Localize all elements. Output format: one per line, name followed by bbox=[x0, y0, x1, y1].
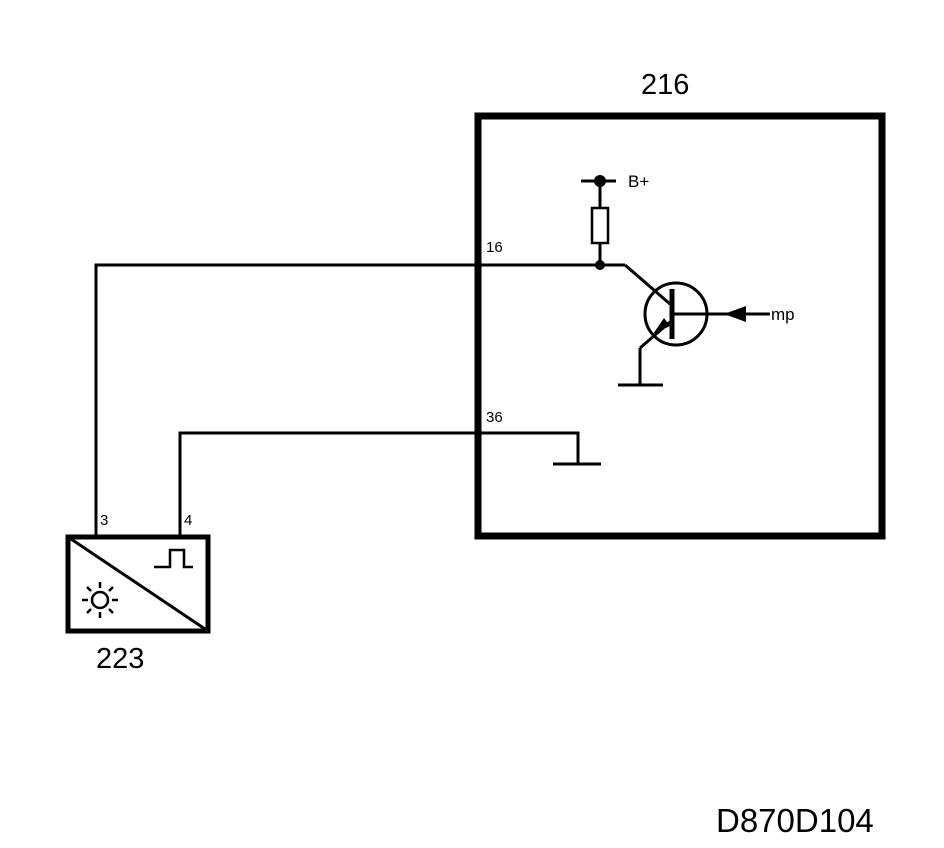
supply-node bbox=[581, 175, 616, 208]
pin-36-label: 36 bbox=[486, 409, 503, 426]
wire-pin3-to-pin16 bbox=[94, 263, 600, 535]
pin-16-label: 16 bbox=[486, 239, 503, 256]
resistor-icon bbox=[590, 206, 610, 245]
document-code: D870D104 bbox=[716, 802, 874, 839]
npn-transistor-icon bbox=[600, 263, 770, 387]
sensor-pin-3-label: 3 bbox=[100, 512, 108, 529]
signal-label: mp bbox=[771, 305, 795, 324]
sensor-223-label: 223 bbox=[96, 643, 144, 675]
square-pulse-icon bbox=[154, 548, 193, 569]
sensor-223 bbox=[65, 534, 211, 634]
control-unit-216-box bbox=[474, 112, 886, 540]
supply-label: B+ bbox=[628, 172, 649, 191]
sensor-diagonal bbox=[67, 535, 209, 633]
control-unit-216-label: 216 bbox=[641, 69, 689, 101]
sensor-pin-4-label: 4 bbox=[184, 512, 192, 529]
sun-icon bbox=[82, 582, 118, 618]
wire-pin4-to-pin36 bbox=[178, 431, 580, 535]
sensor-223-box bbox=[65, 534, 211, 634]
